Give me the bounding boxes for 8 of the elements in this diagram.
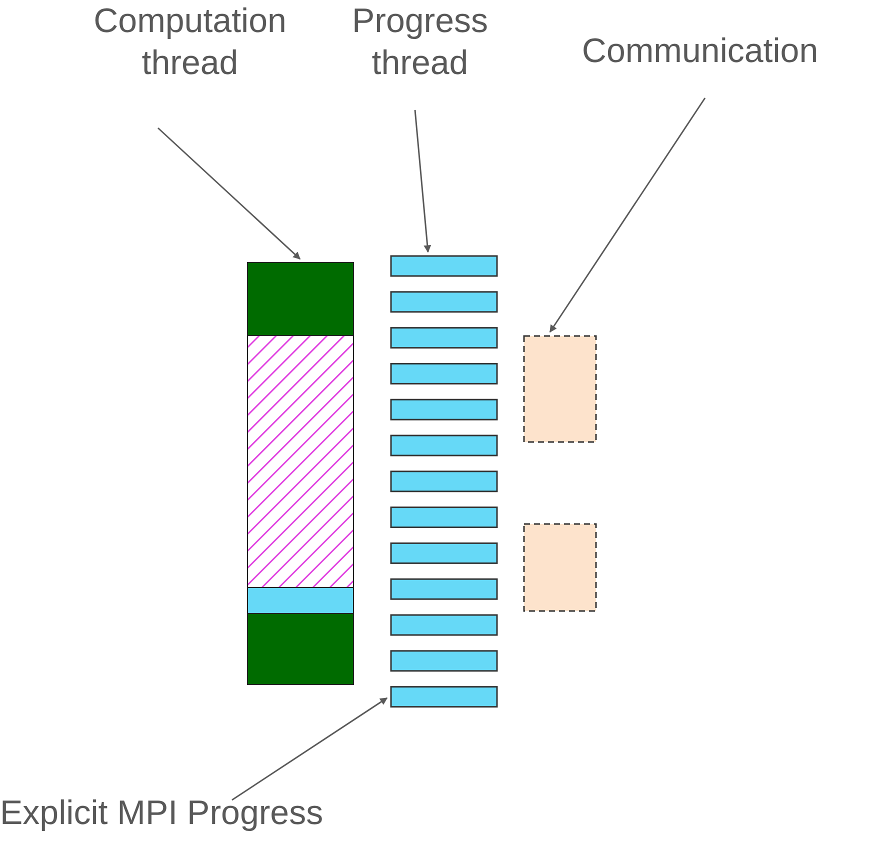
callout-label: Computation thread [92,1,288,84]
leader-line [158,127,301,260]
leader-line [549,98,706,333]
callout-label: Progress thread [350,1,490,84]
callout-label: Explicit MPI Progress [0,793,324,834]
leader-line [414,110,432,253]
callout-label: Communication [580,31,820,72]
leader-line [232,697,388,801]
